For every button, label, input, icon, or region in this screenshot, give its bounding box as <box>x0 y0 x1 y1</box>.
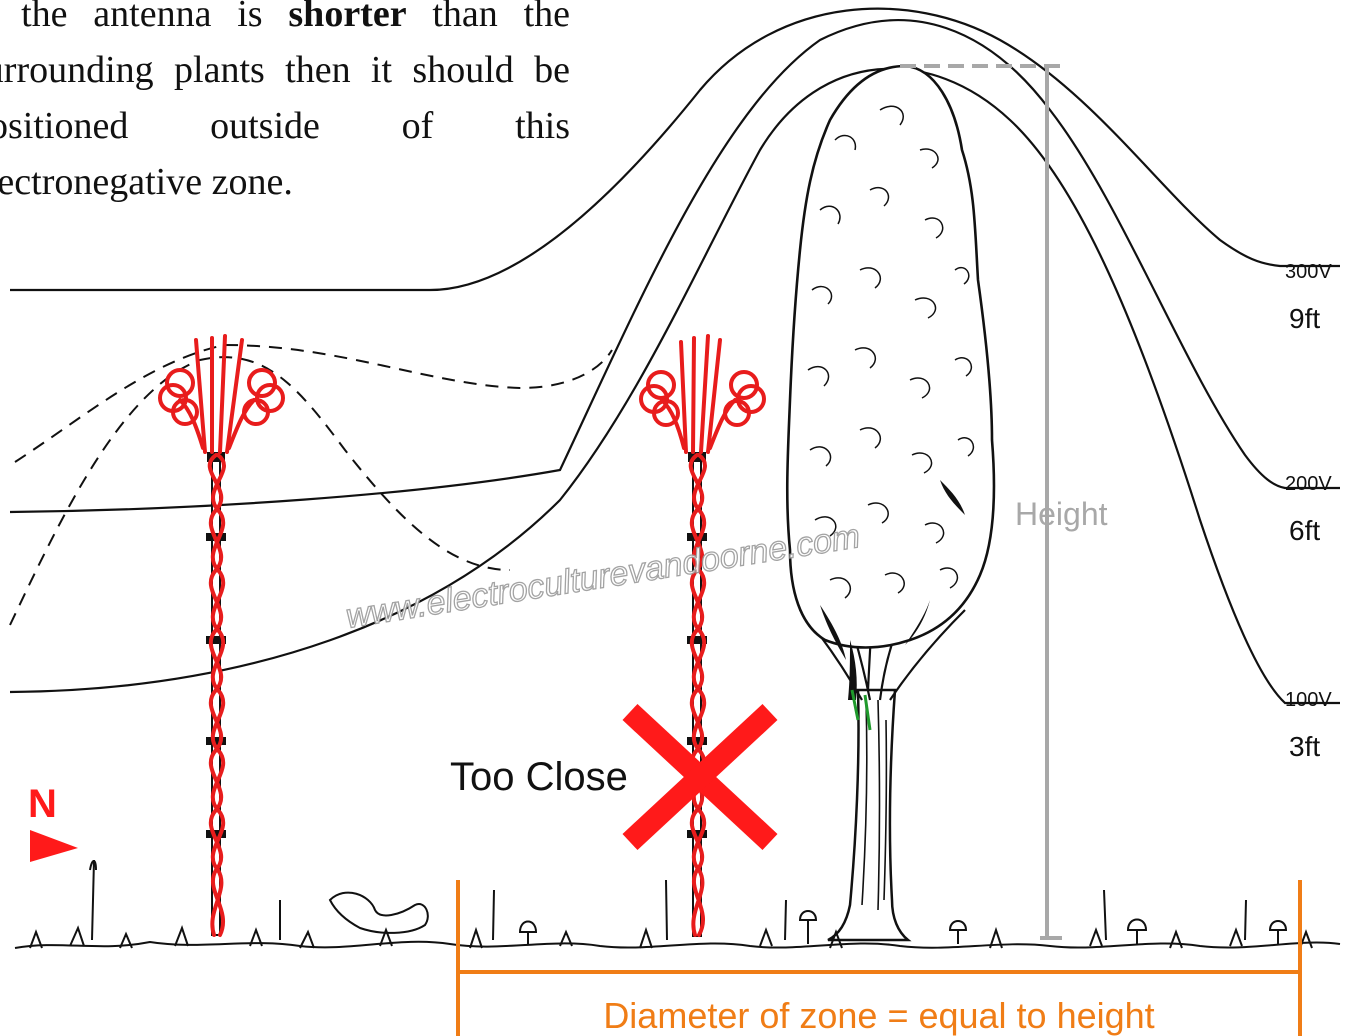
height-label: Height <box>1015 496 1108 532</box>
voltage-label-300: 300V <box>1285 261 1332 283</box>
dashed-field-outer <box>15 345 612 462</box>
height-label-9ft: 9ft <box>1289 303 1320 334</box>
watermark: www.electroculturevandoorne.com <box>343 517 862 636</box>
field-lines <box>10 9 1340 703</box>
antenna-middle <box>641 336 764 936</box>
zone-caption: Diameter of zone = equal to height <box>603 995 1154 1036</box>
tree-icon <box>787 66 994 940</box>
tree-trunk <box>828 690 908 940</box>
north-arrow-icon <box>30 830 78 862</box>
antenna-left <box>160 336 283 935</box>
too-close-label: Too Close <box>450 755 628 799</box>
voltage-label-200: 200V <box>1285 473 1332 495</box>
height-label-6ft: 6ft <box>1289 515 1320 546</box>
field-line-200v <box>10 20 1340 512</box>
field-line-labels: 300V 9ft 200V 6ft 100V 3ft <box>1285 261 1332 762</box>
north-label: N <box>28 782 57 826</box>
voltage-label-100: 100V <box>1285 689 1332 711</box>
field-line-300v <box>10 9 1340 290</box>
height-label-3ft: 3ft <box>1289 731 1320 762</box>
